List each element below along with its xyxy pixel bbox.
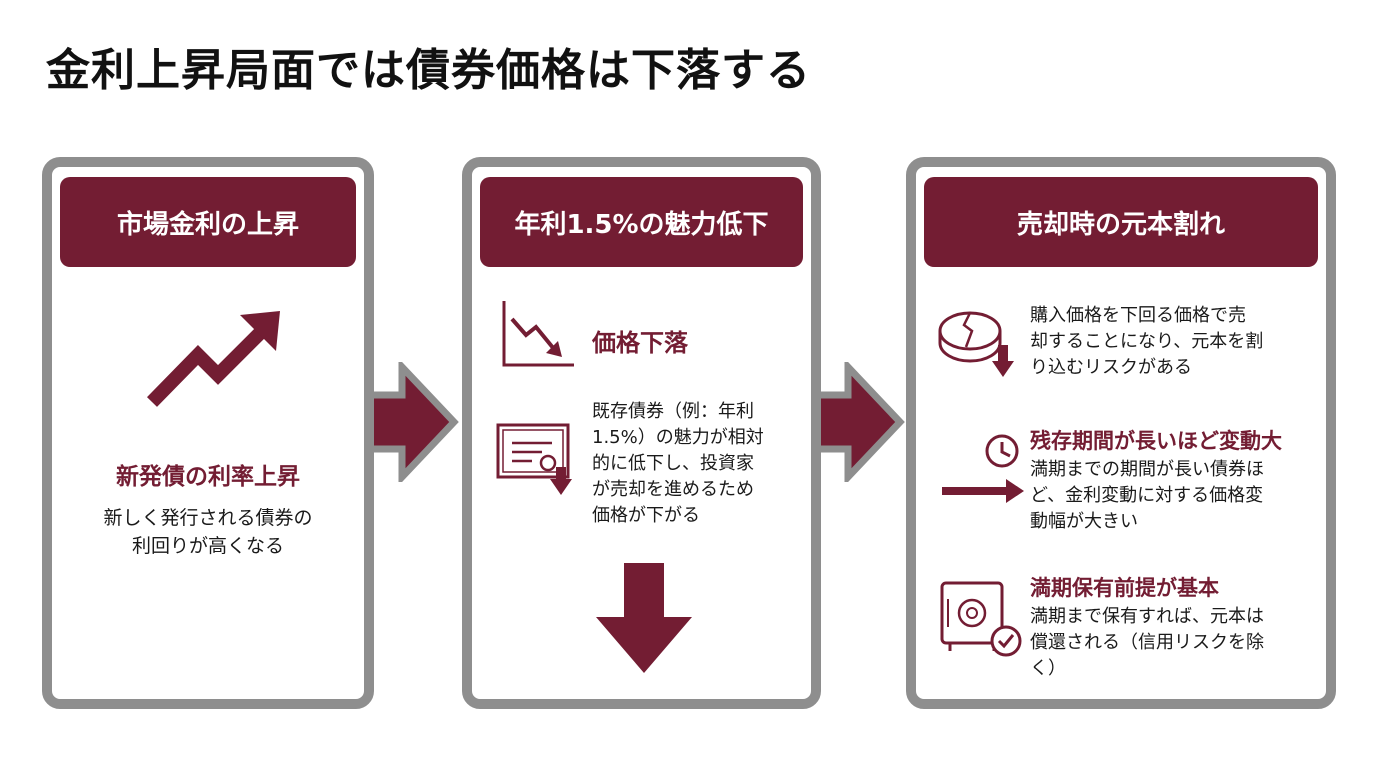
item-description: 既存債券（例：年利 1.5%）の魅力が相対 的に低下し、投資家 が売却を進めるた…	[592, 401, 764, 527]
panel-heading: 新発債の利率上昇	[116, 464, 300, 490]
panel-market-rate-rise: 市場金利の上昇 新発債の利率上昇 新しく発行される債券の 利回りが高くなる	[42, 157, 374, 709]
down-arrow-icon	[596, 563, 692, 673]
item-heading: 満期保有前提が基本	[1030, 576, 1219, 600]
declining-chart-icon	[502, 301, 574, 367]
bond-certificate-down-icon	[496, 423, 572, 495]
right-arrow-icon	[362, 362, 459, 482]
panel-header: 売却時の元本割れ	[924, 177, 1318, 267]
panel-appeal-decline: 年利1.5%の魅力低下 価格下落 既存債券（例：年利 1.5%）の魅力が相対 的…	[462, 157, 821, 709]
safe-check-icon	[940, 581, 1022, 657]
item-heading: 残存期間が長いほど変動大	[1030, 429, 1282, 453]
item-description: 購入価格を下回る価格で売 却することになり、元本を割 り込むリスクがある	[1030, 305, 1264, 379]
panel-description: 新しく発行される債券の 利回りが高くなる	[103, 507, 313, 557]
broken-pie-down-icon	[938, 311, 1014, 377]
item-description: 満期まで保有すれば、元本は 償還される（信用リスクを除 く）	[1030, 606, 1264, 680]
right-arrow-icon	[808, 362, 905, 482]
item-heading: 価格下落	[592, 329, 688, 357]
panel-header: 年利1.5%の魅力低下	[480, 177, 803, 267]
trend-up-arrow-icon	[146, 311, 280, 407]
panel-header: 市場金利の上昇	[60, 177, 356, 267]
clock-arrow-icon	[942, 434, 1024, 503]
item-description: 満期までの期間が長い債券ほ ど、金利変動に対する価格変 動幅が大きい	[1030, 459, 1264, 533]
panel-principal-loss: 売却時の元本割れ 購入価格を下回る価格で売 却することになり、元本を割 り込むリ…	[906, 157, 1336, 709]
page-title: 金利上昇局面では債券価格は下落する	[46, 45, 811, 96]
